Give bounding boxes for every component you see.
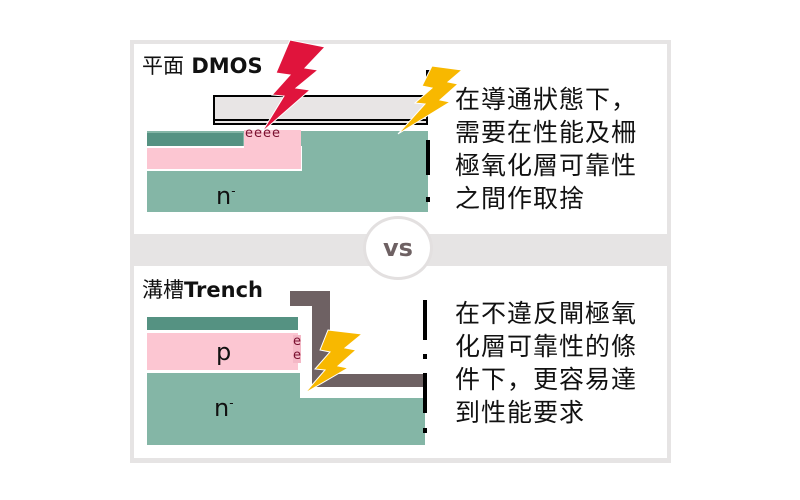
desc-line: 之間作取捨 [455, 184, 586, 213]
desc-line: 到性能要求 [455, 398, 586, 427]
dash [423, 354, 427, 359]
dmos-description: 在導通狀態下， 需要在性能及柵極氧化層可靠性之間作取捨 [455, 83, 637, 215]
electron: e [293, 334, 301, 349]
dash [423, 428, 427, 433]
desc-line: 件下，更容易達 [455, 365, 638, 394]
desc-line: 化層可靠性的條 [455, 332, 638, 361]
title-en: DMOS [191, 54, 263, 78]
trench-title: 溝槽Trench [142, 274, 263, 304]
desc-line: 在不違反閘極氧 [455, 299, 638, 328]
electrons: eeee [245, 126, 281, 141]
title-cjk: 平面 [142, 54, 184, 78]
yellow-lightning-icon [304, 329, 364, 394]
dmos-title: 平面 DMOS [142, 50, 263, 80]
n-text: n [214, 394, 230, 422]
channel-region [244, 130, 301, 148]
n-minus-region [300, 398, 425, 445]
n-sup: - [229, 396, 234, 410]
dash [423, 373, 427, 413]
n-minus-region [147, 373, 300, 445]
desc-line: 在導通狀態下， [455, 85, 638, 114]
vs-text: vs [383, 234, 413, 262]
electron: e [272, 126, 281, 141]
vs-badge: vs [363, 216, 433, 280]
n-sup: - [231, 184, 236, 198]
desc-line: 極氧化層可靠性 [455, 151, 638, 180]
n-text: n [216, 182, 232, 210]
source-region [147, 317, 298, 330]
source-region [147, 133, 243, 146]
electron: e [263, 126, 272, 141]
n-label: n- [216, 182, 236, 210]
dash [426, 140, 430, 175]
title-cjk: 溝槽 [142, 278, 184, 302]
n-label: n- [214, 394, 234, 422]
p-region [147, 148, 301, 169]
dash [426, 197, 430, 202]
dash [423, 300, 427, 340]
trench-gate [290, 291, 425, 387]
electron: e [245, 126, 254, 141]
p-region [147, 333, 298, 370]
electron: e [293, 348, 301, 363]
oxide-line [213, 119, 428, 121]
red-lightning-icon [261, 39, 326, 133]
electron: e [254, 126, 263, 141]
p-label: p [216, 338, 232, 366]
desc-line: 需要在性能及柵 [455, 118, 638, 147]
trench-description: 在不違反閘極氧化層可靠性的條件下，更容易達到性能要求 [455, 297, 637, 429]
title-en: Trench [184, 278, 263, 302]
yellow-lightning-icon [397, 65, 464, 135]
